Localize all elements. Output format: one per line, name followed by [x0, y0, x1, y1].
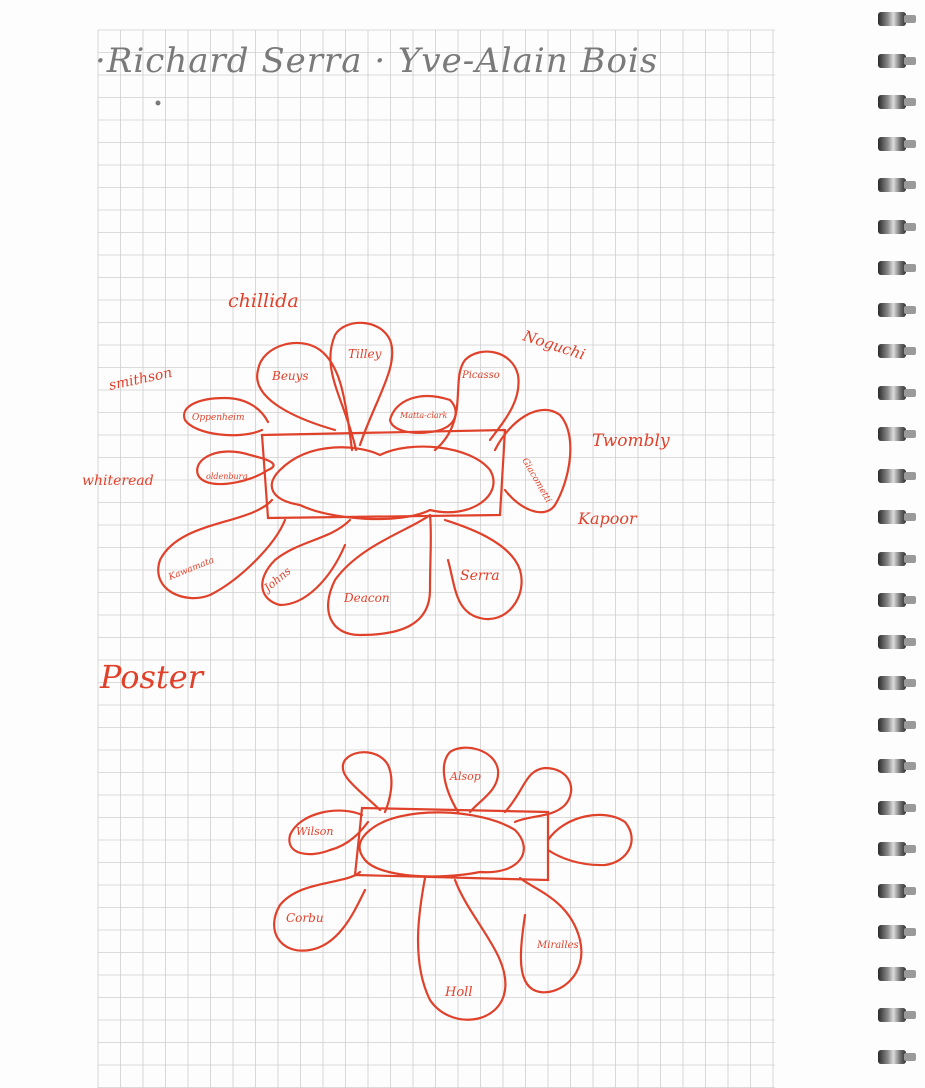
bubble-label-miralles: Miralles — [536, 940, 579, 951]
binding-ring — [878, 759, 906, 773]
binding-ring — [878, 12, 906, 26]
binding-ring — [878, 1050, 906, 1064]
binding-ring — [878, 95, 906, 109]
label-chillida: chillida — [228, 290, 299, 312]
bubble-label-corbu: Corbu — [286, 911, 324, 925]
bubble-label-matta-clark: Matta-clark — [399, 411, 447, 420]
binding-ring — [878, 801, 906, 815]
bubble-right — [548, 815, 632, 865]
bubble-label-alsop: Alsop — [449, 770, 481, 783]
bubble-label-wilson: Wilson — [296, 825, 334, 838]
page-title: ·Richard Serra · Yve-Alain Bois — [95, 41, 658, 81]
central-rectangle-2 — [355, 808, 548, 880]
binding-ring — [878, 261, 906, 275]
binding-ring — [878, 427, 906, 441]
bubble-label-picasso: Picasso — [461, 370, 500, 381]
section-label-poster: Poster — [99, 658, 205, 696]
binding-ring — [878, 552, 906, 566]
bubble-label-beuys: Beuys — [271, 369, 309, 383]
central-blob — [272, 447, 494, 519]
label-whiteread: whiteread — [82, 473, 154, 489]
binding-ring — [878, 718, 906, 732]
binding-ring — [878, 593, 906, 607]
bubble-label-oppenheim: Oppenheim — [192, 413, 245, 423]
binding-ring — [878, 925, 906, 939]
label-noguchi: Noguchi — [520, 326, 588, 363]
pencil-dot — [156, 101, 161, 106]
binding-ring — [878, 884, 906, 898]
binding-ring — [878, 469, 906, 483]
binding-ring — [878, 303, 906, 317]
bubble-giacometti — [495, 410, 570, 512]
spiral-binding — [870, 0, 925, 1088]
label-kapoor: Kapoor — [577, 509, 638, 528]
label-twombly: Twombly — [592, 431, 670, 451]
bubble-deacon — [328, 515, 431, 635]
bubble-label-kawamata: Kawamata — [166, 556, 215, 584]
bubble-tilley — [330, 323, 392, 450]
bubble-label-giacometti: Giacometti — [519, 457, 553, 505]
label-smithson: smithson — [108, 365, 174, 394]
bubble-label-deacon: Deacon — [343, 591, 390, 605]
bubble-johns — [262, 520, 350, 605]
binding-ring — [878, 635, 906, 649]
binding-ring — [878, 220, 906, 234]
bubble-miralles — [520, 878, 581, 992]
bubble-label-serra: Serra — [460, 568, 500, 584]
bubble-label-oldenburg: oldenburg — [206, 472, 248, 481]
central-blob-2 — [360, 812, 524, 876]
sketch-drawing: ·Richard Serra · Yve-Alain Bois chillida… — [0, 0, 870, 1088]
binding-ring — [878, 676, 906, 690]
binding-ring — [878, 137, 906, 151]
sketch-2 — [274, 748, 632, 1020]
bubble-picasso — [435, 352, 519, 450]
binding-ring — [878, 510, 906, 524]
binding-ring — [878, 386, 906, 400]
bubble-label-johns: Johns — [260, 564, 294, 595]
bubble-top-left — [343, 752, 392, 812]
bubble-label-tilley: Tilley — [348, 347, 382, 361]
binding-ring — [878, 842, 906, 856]
binding-ring — [878, 178, 906, 192]
bubble-top-right — [505, 768, 571, 822]
bubble-label-holl: Holl — [444, 985, 472, 1000]
binding-ring — [878, 54, 906, 68]
binding-ring — [878, 967, 906, 981]
binding-ring — [878, 344, 906, 358]
binding-ring — [878, 1008, 906, 1022]
